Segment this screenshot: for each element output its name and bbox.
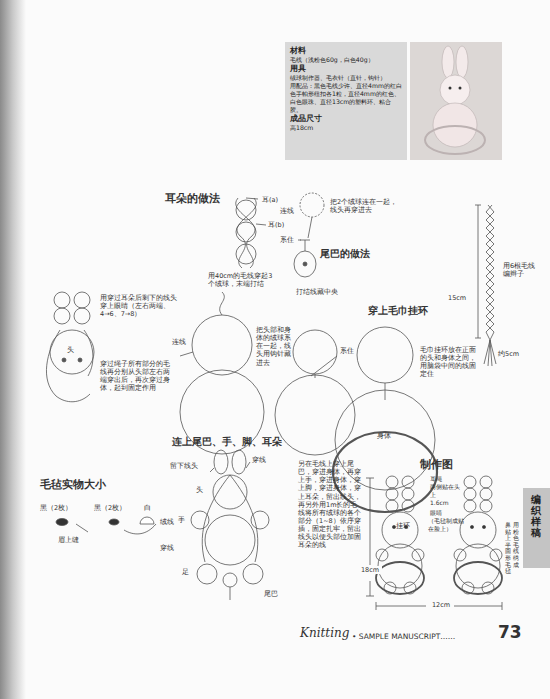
note: 系住	[340, 347, 360, 355]
material-text: 用配品：黑色毛线少许、直径4mm的红白色手帕形纽扣各1粒，直径4mm的红色、白色…	[290, 82, 402, 114]
note: 连线	[280, 207, 300, 215]
part-name: 挂环	[396, 522, 418, 530]
note: 另在毛线上穿上尾巴，穿进身体，再穿上手，穿进身体，穿上脚，穿进身体，穿上耳朵，留…	[298, 460, 364, 549]
part-name: 身体	[377, 432, 399, 441]
part-name: 尾巴	[264, 590, 286, 598]
footer-text: • SAMPLE MANUSCRIPT……	[352, 632, 462, 641]
dimension: 15cm	[448, 294, 474, 302]
photo	[410, 42, 502, 160]
brand-logo: Knitting	[300, 626, 352, 641]
tab-text: 编织样稿	[531, 494, 541, 538]
note: 把2个绒球连在一起，线头再穿进去	[330, 198, 402, 214]
note: 把头部和身体的绒球系在一起，线头用钩针藏进去	[256, 326, 291, 367]
note: 穿线	[252, 456, 274, 464]
dimension: 18cm	[358, 566, 382, 574]
note: 用粉色毛线绣成	[513, 522, 519, 568]
material-text: 材料	[290, 46, 402, 56]
part-name: 头	[67, 346, 77, 355]
side-tab: 编织样稿	[523, 488, 550, 568]
material-text: 成品尺寸	[290, 114, 402, 124]
section-title: 耳朵的做法	[165, 192, 245, 206]
note: 绒线	[160, 518, 180, 526]
material-text: 绒球制作器、毛衣针（直针，钩针）	[290, 74, 402, 82]
note: 鼻贴上半圆形毛毡	[505, 522, 511, 575]
page-gutter	[0, 0, 26, 699]
note: 用穿过耳朵后剩下的线头穿上眼睛（左右两端、4→6、7→8）	[100, 294, 180, 318]
note: 穿线	[160, 544, 180, 552]
drawings	[46, 193, 502, 610]
note: 用6根毛线编辫子	[503, 262, 537, 278]
note: 连线	[172, 338, 192, 346]
note: 毛巾挂环放在正面的头和身体之间，用脑袋中间的线固定住	[420, 346, 476, 379]
note: 打结线藏中央	[296, 288, 356, 296]
note: 穿过绳子所有部分的毛线再分别从头部左右两端穿出后，再次穿过身体，起到固定作用	[100, 360, 176, 393]
note: 两侧贴在头上	[430, 483, 462, 498]
material-text: 用具	[290, 64, 402, 74]
note: 眉上缝	[58, 536, 88, 544]
dimension: 12cm	[428, 601, 454, 609]
note: 用40cm的毛线穿起3个绒球，末端打结	[208, 272, 276, 288]
note: 系住	[280, 236, 300, 244]
dimension: 约5cm	[498, 350, 528, 358]
section-title: 制作图	[420, 458, 470, 472]
page-number: 73	[498, 622, 530, 643]
part-name: 白	[144, 504, 154, 512]
dimension: 1.6cm	[430, 499, 456, 507]
part-name: 手	[178, 516, 188, 525]
part-name: 耳(a)	[262, 196, 284, 204]
part-name: 足	[182, 568, 192, 577]
section-title: 穿上毛巾挂环	[368, 305, 448, 318]
part-name: 耳绳	[430, 475, 452, 483]
section-title: 连上尾巴、手、脚、耳朵	[172, 436, 302, 449]
note: （毛毡制成贴在脸上）	[428, 517, 464, 532]
note: 留下线头	[170, 462, 206, 470]
section-title: 尾巴的做法	[320, 248, 390, 261]
part-name: 耳(b)	[268, 221, 290, 229]
part-name: 黑（2枚）	[94, 504, 134, 512]
part-name: 眼睛	[430, 509, 452, 517]
part-name: 头	[196, 486, 206, 495]
materials-box: 材料毛线（浅粉色60g，白色40g）用具绒球制作器、毛衣针（直针，钩针）用配品：…	[285, 42, 407, 160]
material-text: 高18cm	[290, 124, 402, 132]
material-text: 毛线（浅粉色60g，白色40g）	[290, 56, 402, 64]
part-name: 黑（2枚）	[40, 504, 80, 512]
section-title: 毛毡实物大小	[40, 478, 120, 492]
